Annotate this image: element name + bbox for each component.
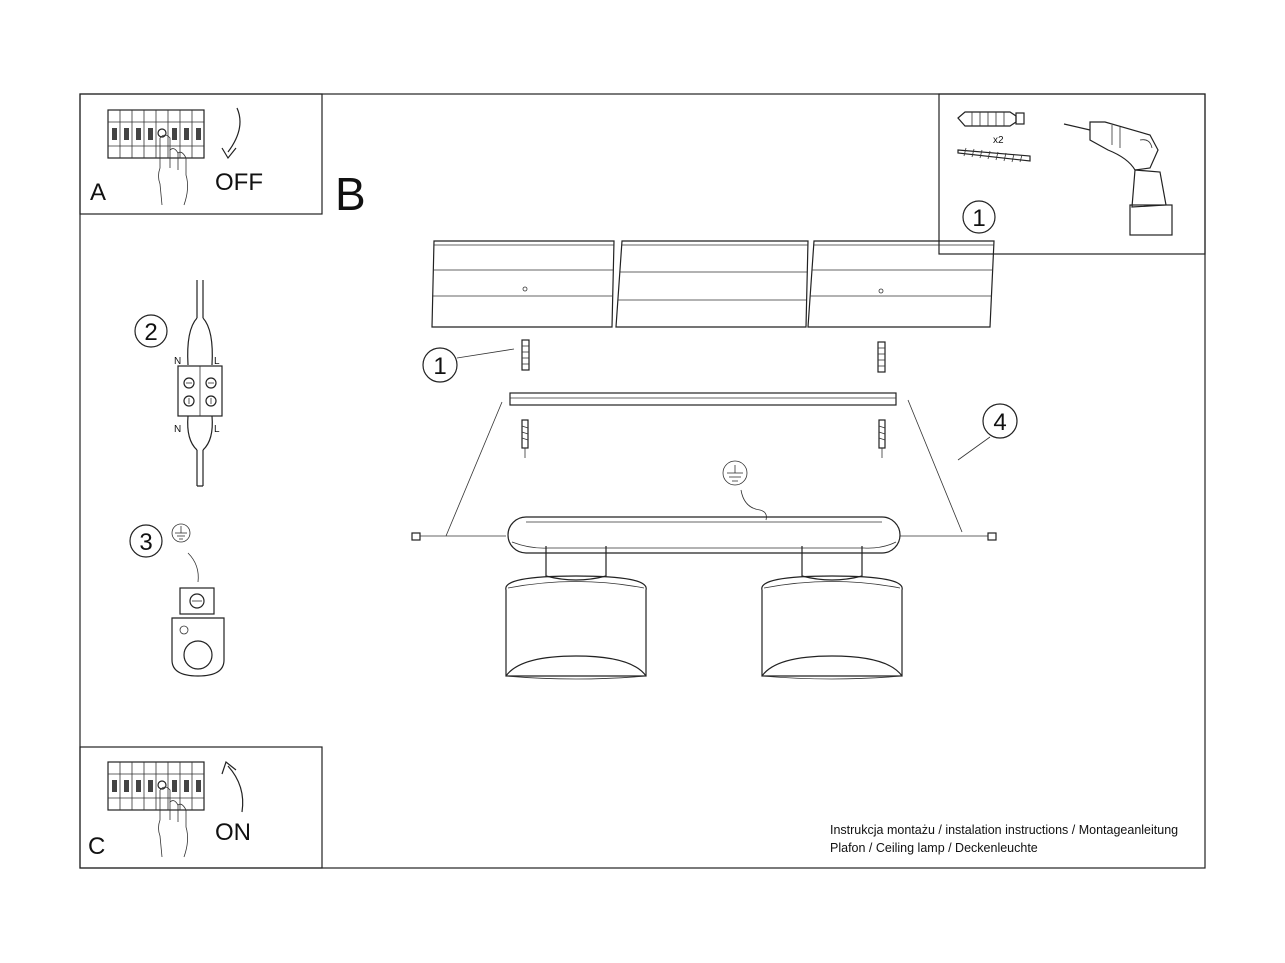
breaker-box-icon xyxy=(107,109,205,159)
connector-label-n-bottom: N xyxy=(174,424,181,435)
callout-3 xyxy=(129,524,163,558)
screw-left xyxy=(521,419,529,458)
connector-label-n-top: N xyxy=(174,356,181,367)
callout-1-tools xyxy=(962,200,996,234)
anchor-quantity: x2 xyxy=(993,135,1004,146)
lampshade-left xyxy=(505,546,647,680)
arrow-up-icon xyxy=(227,765,244,813)
breaker-box-icon xyxy=(107,761,205,811)
wall-plug-right xyxy=(877,341,886,373)
side-screw-right xyxy=(900,532,997,541)
ground-symbol-icon xyxy=(171,523,191,543)
panel-a: A OFF xyxy=(79,93,323,215)
wall-plug-icon xyxy=(957,111,1025,127)
panel-b-letter: B xyxy=(335,168,366,220)
ground-clamp xyxy=(179,587,215,615)
footer-text: Instrukcja montażu / instalation instruc… xyxy=(830,821,1178,857)
hand-icon xyxy=(158,138,188,206)
side-screw-left xyxy=(411,532,506,541)
callout-2-label: 2 xyxy=(144,319,157,346)
callout-1-tools-label: 1 xyxy=(972,205,985,232)
screw-right xyxy=(878,419,886,458)
panel-a-letter: A xyxy=(90,179,106,206)
hand-icon xyxy=(158,790,188,858)
callout-4-label: 4 xyxy=(993,409,1006,436)
ground-connection-diagram: 3 xyxy=(129,523,225,677)
ground-symbol-icon xyxy=(722,460,748,486)
wall-plug-left xyxy=(521,339,530,371)
footer-line-1: Instrukcja montażu / instalation instruc… xyxy=(830,823,1179,837)
sheet-border xyxy=(79,93,1206,869)
callout-1-main-label: 1 xyxy=(433,353,446,380)
panel-c: C ON xyxy=(79,746,323,869)
connector-label-l-bottom: L xyxy=(214,424,220,435)
panel-c-letter: C xyxy=(88,833,105,860)
callout-4 xyxy=(982,403,1018,439)
panel-c-action: ON xyxy=(215,819,251,846)
mounting-bracket xyxy=(509,392,897,406)
ceiling-panel xyxy=(431,240,995,328)
lamp-body xyxy=(507,516,901,554)
footer-line-2: Plafon / Ceiling lamp / Deckenleuchte xyxy=(830,841,1038,855)
wire-connector-diagram: 2 N L N L xyxy=(134,280,223,487)
ground-lug xyxy=(171,617,225,677)
connector-label-l-top: L xyxy=(214,356,220,367)
callout-3-label: 3 xyxy=(139,529,152,556)
tools-panel: x2 1 xyxy=(938,93,1206,255)
arrow-down-icon xyxy=(227,107,241,153)
callout-1-main xyxy=(422,347,458,383)
callout-2 xyxy=(134,314,168,348)
panel-a-action: OFF xyxy=(215,169,263,196)
screw-icon xyxy=(957,147,1031,163)
lampshade-right xyxy=(761,546,903,680)
drill-icon xyxy=(1063,121,1173,236)
